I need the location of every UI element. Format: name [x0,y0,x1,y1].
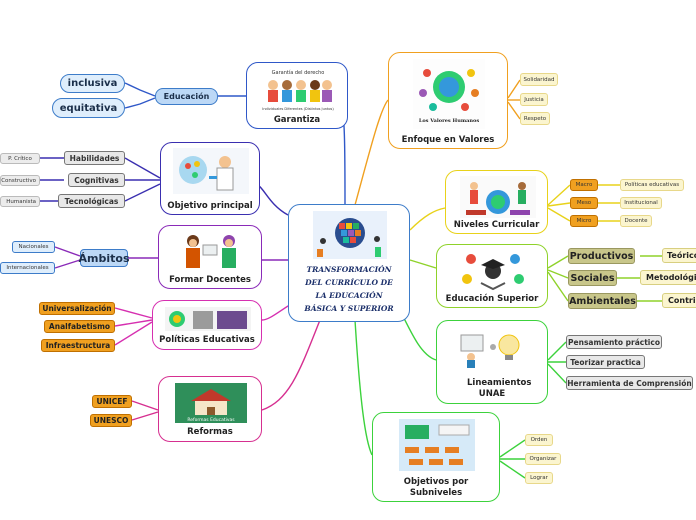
contri-leaf[interactable]: Contri [662,293,696,308]
unesco-node[interactable]: UNESCO [90,414,132,427]
transformation-illustration [313,211,387,259]
formar-docentes-label: Formar Docentes [169,275,251,285]
niveles-curricular-node[interactable]: Niveles Curricular [445,170,548,234]
politicas-educativas-leaf[interactable]: Políticas educativas [620,179,684,191]
educacion-superior-node[interactable]: Educación Superior [436,244,548,308]
tecnologicas-node[interactable]: Tecnológicas [58,194,125,208]
ambitos-node[interactable]: Ámbitos [79,249,130,267]
enfoque-valores-node[interactable]: Los Valores Humanos Enfoque en Valores [388,52,508,149]
enfoque-valores-label: Enfoque en Valores [401,135,495,145]
teorico-leaf[interactable]: Teórico [662,248,696,263]
lineamientos-unae-node[interactable]: Lineamientos UNAE [436,320,548,404]
students-books-illustration [460,176,536,218]
lineamientos-unae-label: Lineamientos UNAE [467,378,532,399]
objetivos-subniveles-node[interactable]: Objetivos por Subniveles [372,412,500,502]
teachers-illustration [186,235,236,268]
docente-leaf[interactable]: Docente [620,215,652,227]
objetivo-principal-node[interactable]: Objetivo principal [160,142,260,215]
central-topic[interactable]: TRANSFORMACIÓN DEL CURRÍCULO DE LA EDUCA… [288,204,410,322]
graduate-illustration [462,254,524,291]
niveles-curricular-label: Niveles Curricular [453,220,540,230]
lograr-node[interactable]: Lograr [525,472,553,484]
educacion-node[interactable]: Educación [155,88,218,105]
productivos-node[interactable]: Productivos [568,248,635,264]
image-title-text: Garantía del derecho [272,69,325,76]
humanista-node[interactable]: Humanista [0,196,40,207]
human-values-illustration: Los Valores Humanos [413,59,485,129]
garantiza-node[interactable]: Garantía del derecho Individuales Difere… [246,62,348,129]
unicef-node[interactable]: UNICEF [92,395,132,408]
image-caption-text: Individuales Diferentes (Distintos Junto… [262,107,334,111]
internacionales-node[interactable]: Internacionales [0,262,55,274]
brain-science-illustration [173,148,249,194]
orden-node[interactable]: Orden [525,434,553,446]
ideas-illustration [460,334,520,368]
school-reform-illustration: Reformas Educativas [175,383,247,423]
metodologico-leaf[interactable]: Metodológico [640,270,696,285]
justicia-node[interactable]: Justicia [520,93,548,106]
central-topic-title: TRANSFORMACIÓN DEL CURRÍCULO DE LA EDUCA… [304,265,394,313]
constructivo-node[interactable]: Constructivo [0,175,40,186]
meso-node[interactable]: Meso [570,197,598,209]
analfabetismo-node[interactable]: Analfabetismo [44,320,115,333]
equitativa-node[interactable]: equitativa [52,98,125,118]
micro-node[interactable]: Micro [570,215,598,227]
macro-node[interactable]: Macro [570,179,598,191]
pensamiento-practico-node[interactable]: Pensamiento práctico [566,335,662,349]
reformas-node[interactable]: Reformas Educativas Reformas [158,376,262,442]
politicas-educativas-node[interactable]: Políticas Educativas [152,300,262,350]
institucional-leaf[interactable]: Institucional [620,197,662,209]
habilidades-node[interactable]: Habilidades [64,151,125,165]
politicas-educativas-label: Políticas Educativas [159,335,255,345]
classroom-illustration [399,419,475,471]
values-image-caption: Los Valores Humanos [419,118,480,124]
inclusiva-node[interactable]: inclusiva [60,74,125,93]
reform-image-text: Reformas Educativas [187,417,235,423]
herramienta-comprension-node[interactable]: Herramienta de Comprensión [566,376,693,390]
educacion-superior-label: Educación Superior [445,294,539,304]
policy-illustration [165,307,251,331]
nacionales-node[interactable]: Nacionales [12,241,55,253]
solidaridad-node[interactable]: Solidaridad [520,73,558,86]
respeto-node[interactable]: Respeto [520,112,550,125]
objetivo-principal-label: Objetivo principal [167,201,253,211]
formar-docentes-node[interactable]: Formar Docentes [158,225,262,289]
cognitivas-node[interactable]: Cognitivas [68,173,125,187]
organizar-node[interactable]: Organizar [525,453,561,465]
children-illustration: Garantía del derecho Individuales Difere… [262,69,334,111]
universalizacion-node[interactable]: Universalización [39,302,115,315]
reformas-label: Reformas [187,427,233,437]
objetivos-subniveles-label: Objetivos por Subniveles [403,477,469,498]
ambientales-node[interactable]: Ambientales [568,293,637,309]
p-critico-node[interactable]: P. Crítico [0,153,40,164]
sociales-node[interactable]: Sociales [568,270,617,286]
garantiza-label: Garantiza [273,115,321,125]
infraestructura-node[interactable]: Infraestructura [41,339,115,352]
teorizar-practica-node[interactable]: Teorizar practica [566,355,645,369]
